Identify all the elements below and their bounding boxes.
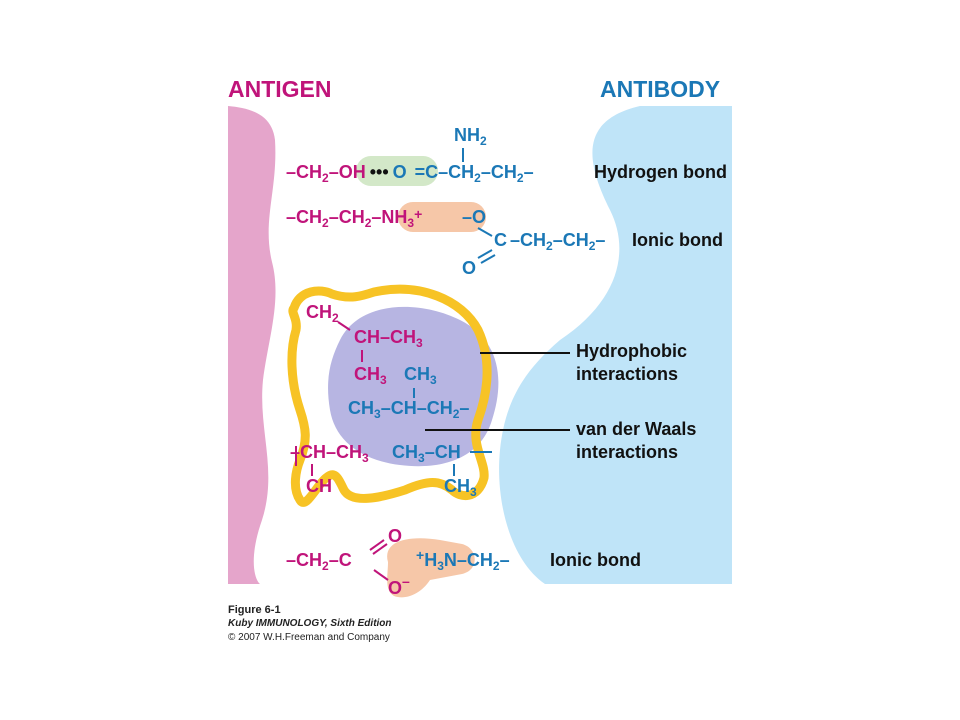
ionic1-double-bond-b (480, 254, 496, 264)
book-title: Kuby IMMUNOLOGY, Sixth Edition (228, 618, 392, 629)
ionic2-double-bond-a (369, 539, 385, 551)
hydrophobic-label-1: Hydrophobic (576, 341, 687, 361)
hydrophobic-outline (287, 284, 492, 507)
ionic2-double-bond-b (372, 543, 388, 555)
ionic2-cation: +H3N–CH2– (416, 547, 510, 573)
a-ch2: CH2 (306, 302, 339, 325)
hbond-row: –CH2–OH•••O=C–CH2–CH2– (286, 162, 534, 185)
ionic2-single-bond (373, 569, 389, 581)
ionic2-o-top: O (388, 526, 402, 546)
ionic1-antigen: –CH2–CH2–NH3+ (286, 206, 422, 230)
vdw-label-1: van der Waals (576, 419, 696, 439)
a-row2: –CH–CH3 (290, 442, 369, 465)
b-row: CH3–CH–CH2– (348, 398, 469, 421)
ionic2-label: Ionic bond (550, 550, 641, 570)
vdw-label-2: interactions (576, 442, 678, 462)
a-ch3: CH3 (354, 364, 387, 387)
ionic1-bond-o-c (477, 227, 493, 237)
hbond-nh2: NH2 (454, 125, 487, 148)
a-ch-ch3: CH–CH3 (354, 327, 423, 350)
a-ch2-bond (337, 321, 351, 331)
b-ch3-bottom: CH3 (444, 476, 477, 499)
ionic1-double-bond-a (477, 249, 493, 259)
a-ch-bottom: CH (306, 476, 332, 496)
hydrogen-bond-highlight (356, 156, 438, 186)
ionic-bond-highlight-1 (398, 202, 486, 232)
antigen-header: ANTIGEN (228, 76, 332, 102)
hbond-label: Hydrogen bond (594, 162, 727, 182)
copyright: © 2007 W.H.Freeman and Company (228, 632, 390, 643)
antibody-surface (499, 106, 732, 584)
ionic2-o-bottom: O– (388, 573, 410, 598)
ionic1-chain: –CH2–CH2– (510, 230, 605, 253)
ionic1-anion: –O (462, 207, 486, 227)
antibody-header: ANTIBODY (600, 76, 720, 102)
ionic1-label: Ionic bond (632, 230, 723, 250)
b-row2: CH3–CH (392, 442, 461, 465)
antigen-surface (228, 106, 276, 584)
figure-number: Figure 6-1 (228, 604, 281, 616)
hydrophobic-label-2: interactions (576, 364, 678, 384)
ionic1-oxygen: O (462, 258, 476, 278)
ionic1-carbon: C (494, 230, 507, 250)
b-ch3-top: CH3 (404, 364, 437, 387)
van-der-waals-region (328, 306, 499, 467)
ionic-bond-highlight-2 (387, 538, 475, 598)
ionic2-antigen: –CH2–C (286, 550, 352, 573)
